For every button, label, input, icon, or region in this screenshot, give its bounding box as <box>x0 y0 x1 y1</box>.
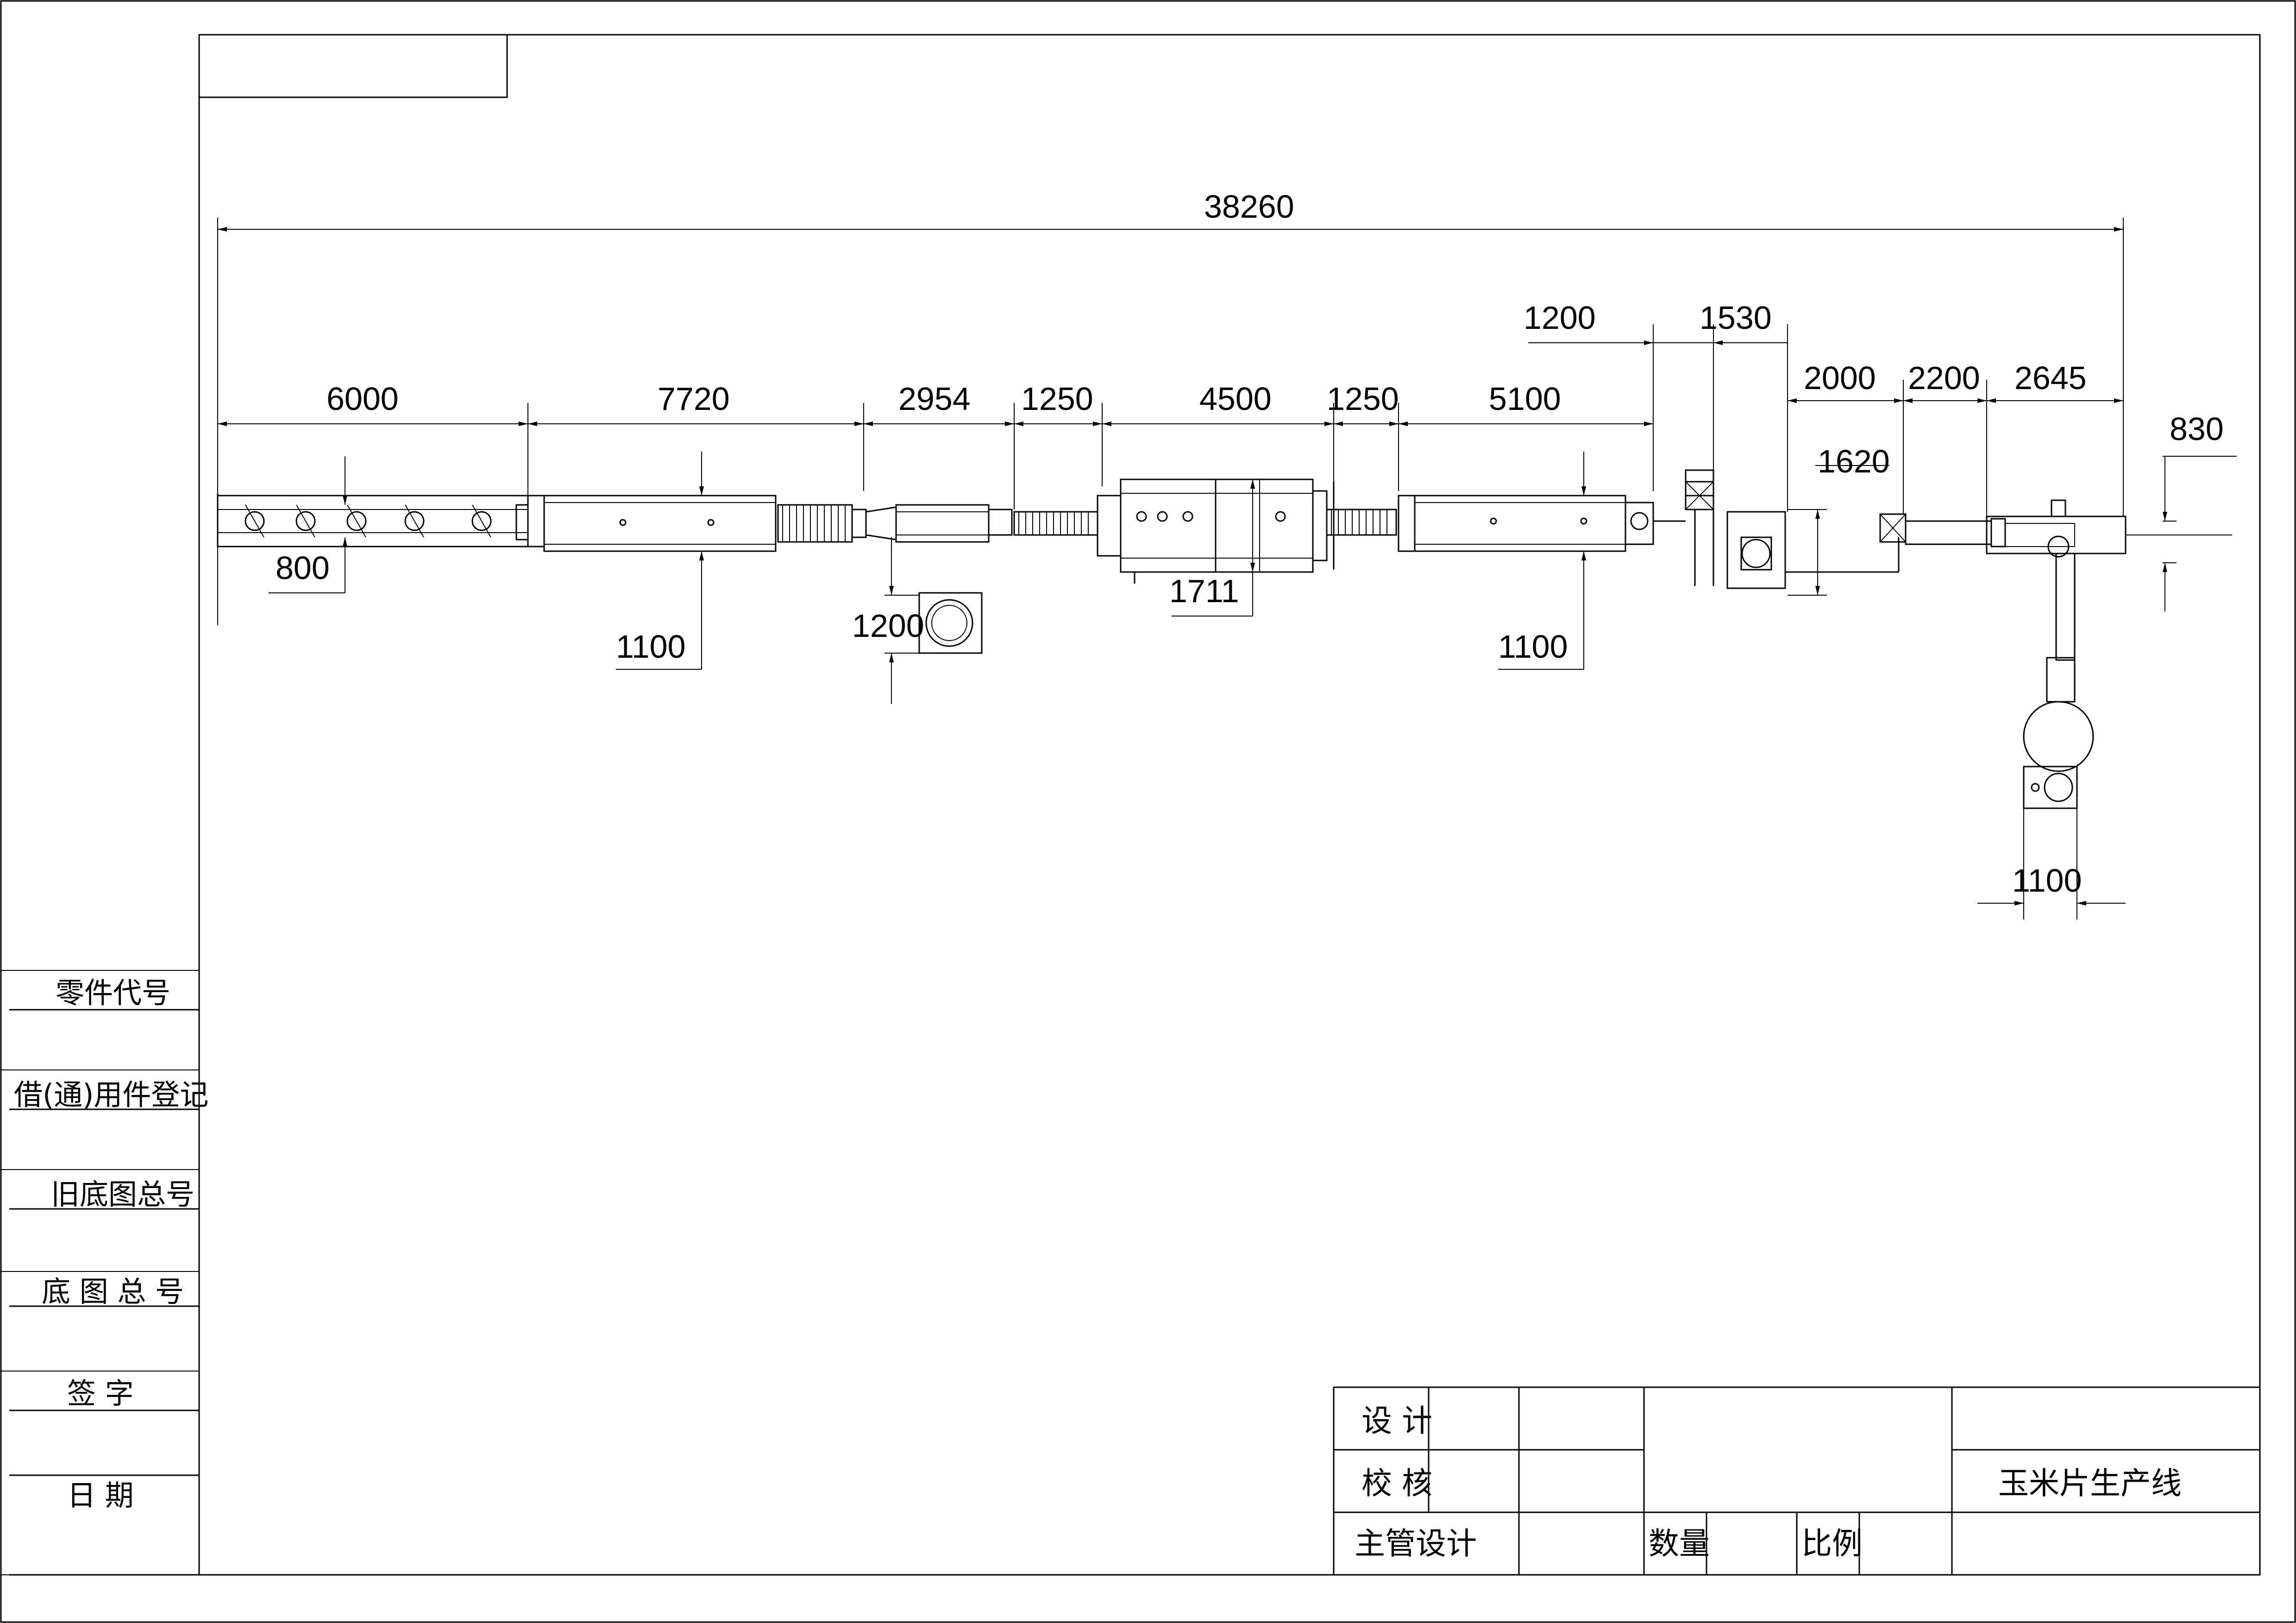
dim-2200: 2200 <box>1908 360 1980 396</box>
dim-1530: 1530 <box>1700 300 1772 336</box>
dim-1250-a: 1250 <box>1021 381 1093 417</box>
title-block <box>1333 1386 2261 1576</box>
elevator-tank <box>2023 499 2094 809</box>
product-name: 玉米片生产线 <box>1998 1466 2182 1501</box>
dryer-1 <box>527 495 777 552</box>
borrowed-part-label: 借(通)用件登记 <box>14 1078 208 1112</box>
dim-1711: 1711 <box>1169 573 1239 609</box>
flaking-mill <box>1097 478 1335 584</box>
dim-2645: 2645 <box>2014 360 2087 396</box>
part-code-label: 零件代号 <box>56 976 170 1010</box>
feeder-section <box>217 493 529 547</box>
date-label: 日 期 <box>67 1478 134 1512</box>
dim-6000: 6000 <box>326 381 399 417</box>
dimension-lines <box>217 218 2237 919</box>
dim-7720: 7720 <box>658 381 730 417</box>
design-label: 设 计 <box>1361 1403 1432 1439</box>
dim-1100-a: 1100 <box>616 629 686 665</box>
conveyor-3 <box>1326 509 1397 536</box>
dim-1250-b: 1250 <box>1327 381 1399 417</box>
cooler-conveyor <box>1879 513 2232 558</box>
dim-1200-top: 1200 <box>1524 300 1596 336</box>
dim-1200: 1200 <box>852 608 924 644</box>
old-drawing-number-label: 旧底图总号 <box>51 1177 194 1211</box>
extruder <box>865 504 1013 543</box>
conveyor-1 <box>777 504 867 543</box>
dim-1620: 1620 <box>1818 443 1890 479</box>
dim-2954: 2954 <box>898 381 971 417</box>
scale-label: 比例 <box>1801 1526 1863 1561</box>
dim-total: 38260 <box>1204 189 1294 225</box>
dim-1100-c: 1100 <box>2012 862 2082 899</box>
signature-label: 签 字 <box>67 1377 134 1410</box>
chief-design-label: 主管设计 <box>1355 1526 1477 1561</box>
seasoning-unit <box>1685 469 1900 589</box>
production-line-layout <box>217 469 2232 809</box>
check-label: 校 核 <box>1361 1466 1432 1501</box>
dim-2000: 2000 <box>1804 360 1876 396</box>
drawing-number-label: 底 图 总 号 <box>42 1275 184 1308</box>
conveyor-2 <box>1013 511 1098 536</box>
dryer-2 <box>1398 495 1686 552</box>
quantity-label: 数量 <box>1649 1526 1710 1561</box>
dim-4500: 4500 <box>1199 381 1272 417</box>
dim-1100-b: 1100 <box>1498 629 1568 665</box>
dim-5100: 5100 <box>1489 381 1561 417</box>
dim-800: 800 <box>276 550 330 586</box>
dim-830: 830 <box>2170 411 2224 447</box>
left-panel-grid <box>0 970 199 1576</box>
outlet-box <box>918 592 983 654</box>
